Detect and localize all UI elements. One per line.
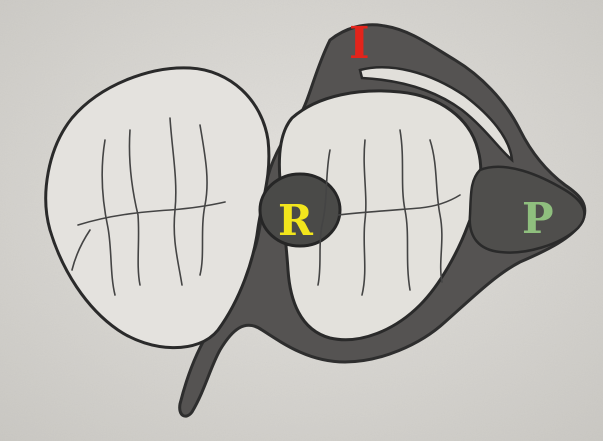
label-i: I xyxy=(349,22,370,66)
label-r: R xyxy=(278,200,313,242)
label-p: P xyxy=(522,198,554,240)
